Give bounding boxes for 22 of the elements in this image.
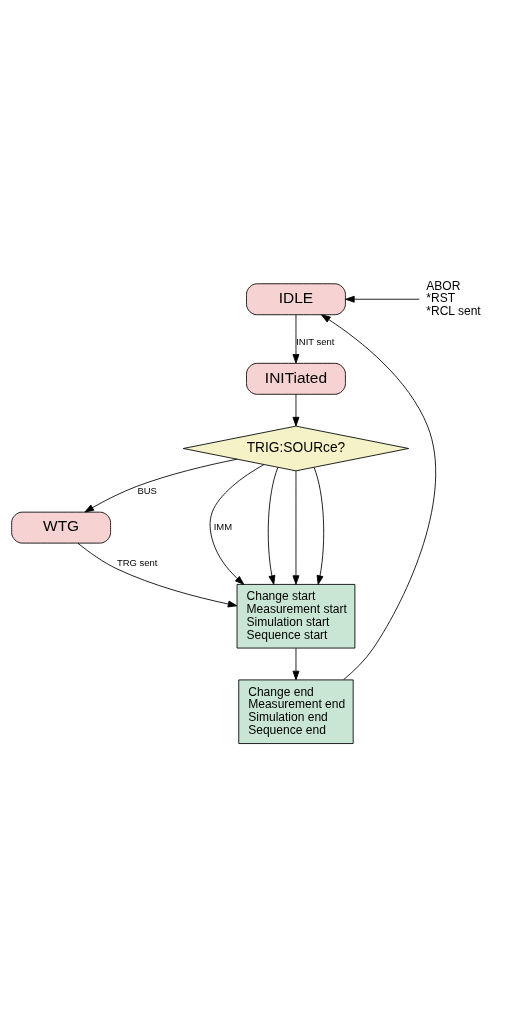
node-diamond: TRIG:SOURce? bbox=[182, 425, 410, 471]
edge-label: BUS bbox=[137, 484, 157, 496]
arrow bbox=[209, 463, 265, 585]
arrow bbox=[84, 458, 238, 512]
node-box: INITiated bbox=[246, 362, 346, 395]
node-box: Change start Measurement start Simulation start Sequence start bbox=[236, 583, 356, 648]
arrow bbox=[321, 313, 436, 680]
node-text: ABOR *RST *RCL sent bbox=[426, 278, 481, 318]
node-box: WTG bbox=[11, 511, 111, 544]
arrow bbox=[267, 466, 279, 585]
edge-label: TRG sent bbox=[117, 556, 158, 568]
arrow bbox=[292, 470, 300, 585]
edge-label: IMM bbox=[213, 520, 233, 532]
arrow bbox=[292, 647, 300, 680]
edge-label: INIT sent bbox=[296, 335, 335, 347]
arrow bbox=[77, 542, 238, 607]
arrow bbox=[313, 466, 325, 585]
node-box: IDLE bbox=[246, 282, 346, 315]
arrow bbox=[345, 295, 420, 303]
arrow bbox=[292, 313, 300, 364]
arrow bbox=[292, 393, 300, 426]
node-box: Change end Measurement end Simulation end Sequence end bbox=[238, 678, 354, 744]
